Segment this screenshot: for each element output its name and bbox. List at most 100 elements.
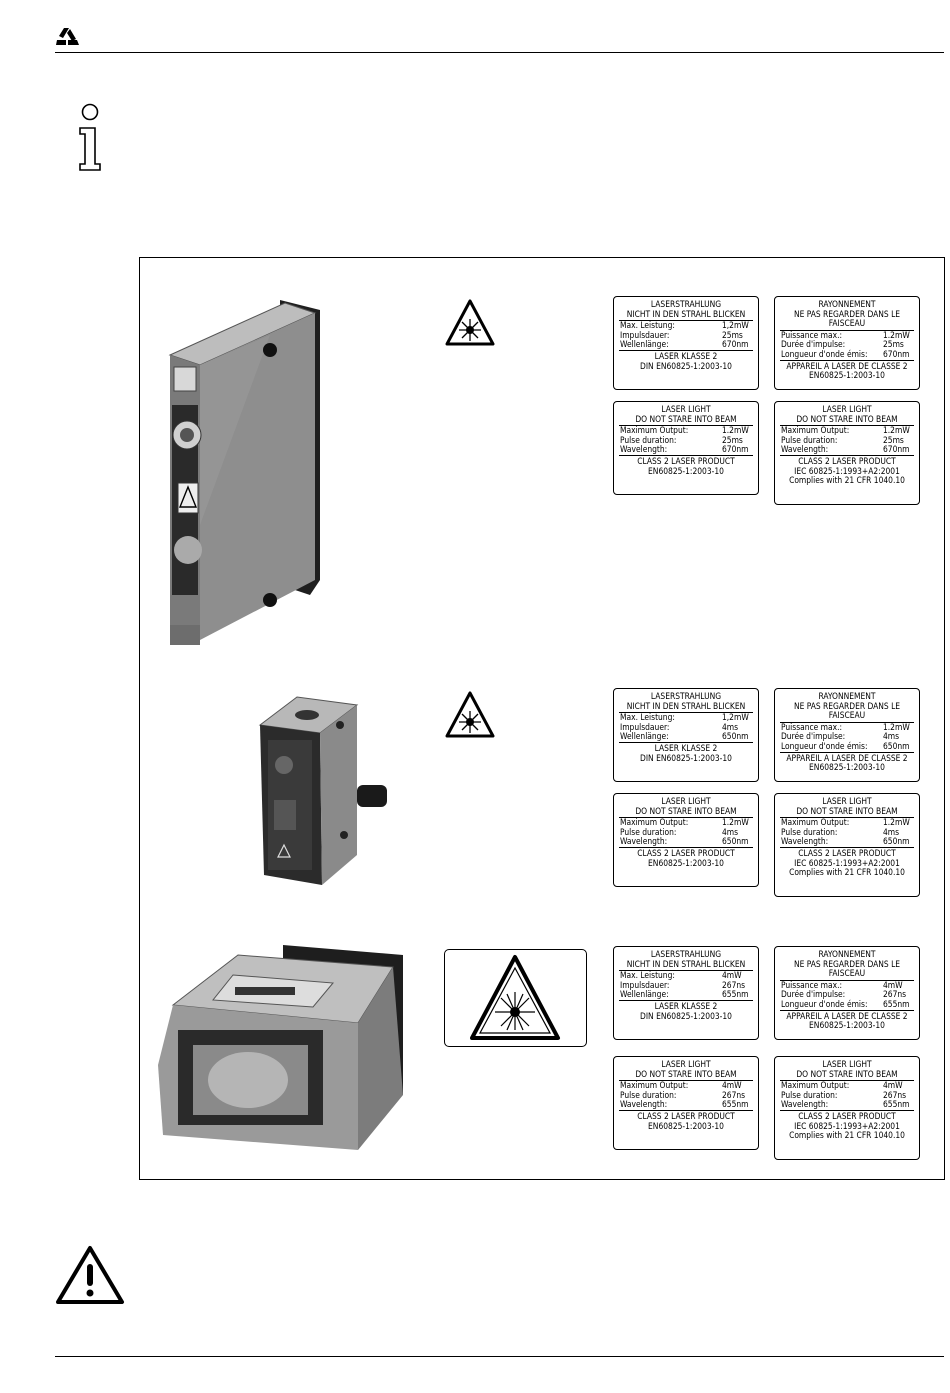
spec-name: Maximum Output: — [781, 425, 850, 436]
label-footer-line: EN60825-1:2003-10 — [648, 857, 724, 868]
spec-value: 670nm — [883, 444, 910, 455]
spec-name: Wellenlänge: — [620, 339, 669, 350]
label-footer-line: CLASS 2 LASER PRODUCT — [798, 847, 896, 858]
label-spec-row: Pulse duration:4ms — [781, 827, 913, 838]
spec-name: Wellenlänge: — [620, 989, 669, 1000]
label-spec-row: Maximum Output: 1.2mW — [620, 426, 752, 436]
label-subheading: NICHT IN DEN STRAHL BLICKEN — [626, 308, 746, 319]
label-footer-line: EN60825-1:2003-10 — [648, 1120, 724, 1131]
spec-value: 655nm — [722, 1099, 749, 1110]
spec-value: 25ms — [883, 434, 904, 445]
spec-value: 655nm — [883, 998, 910, 1009]
spec-value: 4ms — [722, 826, 739, 837]
spec-name: Max. Leistung: — [620, 712, 675, 723]
footer-rule — [55, 1356, 944, 1357]
spec-value: 4mW — [722, 1080, 742, 1091]
label-footer-line: DIN EN60825-1:2003-10 — [640, 1010, 732, 1021]
spec-value: 25ms — [722, 434, 743, 445]
label-footer-line: APPAREIL A LASER DE CLASSE 2 — [786, 752, 908, 763]
label-spec-row: Wavelength:650nm — [781, 837, 913, 847]
label-subheading: NE PAS REGARDER DANS LE FAISCEAU — [793, 308, 901, 329]
spec-value: 655nm — [722, 989, 749, 1000]
label-spec-row: Puissance max.:4mW — [781, 980, 913, 991]
label-spec-row: Longueur d'onde émis:670nm — [781, 348, 913, 360]
spec-value: 1,2mW — [722, 320, 749, 331]
spec-value: 1.2mW — [883, 721, 910, 732]
label-spec-row: Wavelength: 655nm — [781, 1100, 913, 1110]
spec-value: 267ns — [722, 979, 746, 990]
spec-value: 1.2mW — [722, 817, 749, 828]
spec-value: 267ns — [722, 1089, 746, 1100]
spec-value: 4ms — [722, 721, 739, 732]
spec-name: Puissance max.: — [781, 721, 843, 732]
spec-name: Maximum Output: — [620, 425, 689, 436]
label-footer-line: IEC 60825-1:1993+A2:2001 — [794, 465, 900, 476]
label-footer-line: Complies with 21 CFR 1040.10 — [789, 867, 905, 878]
spec-name: Pulse duration: — [620, 1089, 677, 1100]
spec-name: Maximum Output: — [620, 1080, 689, 1091]
label-footer-line: APPAREIL A LASER DE CLASSE 2 — [786, 1010, 908, 1021]
spec-value: 670nm — [883, 348, 910, 359]
spec-name: Impulsdauer: — [620, 329, 670, 340]
spec-name: Wavelength: — [781, 1099, 829, 1110]
label-footer-line: CLASS 2 LASER PRODUCT — [798, 455, 896, 466]
label-spec-row: Impulsdauer: 267ns — [620, 979, 752, 991]
label-footer-line: APPAREIL A LASER DE CLASSE 2 — [786, 360, 908, 371]
label-heading: RAYONNEMENT — [818, 299, 876, 309]
label-spec-row: Wellenlänge: 655nm — [620, 990, 752, 1000]
spec-value: 4mW — [722, 970, 742, 981]
spec-value: 655nm — [883, 1099, 910, 1110]
laser-warning-icon — [444, 690, 496, 740]
spec-name: Max. Leistung: — [620, 970, 675, 981]
label-spec-row: Pulse duration: 267ns — [781, 1089, 913, 1101]
label-footer-line: EN60825-1:2003-10 — [809, 762, 885, 773]
spec-name: Pulse duration: — [781, 1089, 838, 1100]
spec-name: Pulse duration: — [781, 434, 838, 445]
laser-labels-figure-frame — [139, 257, 945, 1180]
label-spec-row: Wavelength:670nm — [781, 445, 913, 455]
label-spec-row: Pulse duration: 25ms — [781, 434, 913, 446]
label-footer-line: LASER KLASSE 2 — [654, 350, 718, 361]
label-footer-line: Complies with 21 CFR 1040.10 — [789, 1130, 905, 1141]
label-spec-row: Wavelength:670nm — [620, 445, 752, 455]
label-spec-row: Pulse duration: 267ns — [620, 1089, 752, 1101]
label-footer-line: LASER KLASSE 2 — [654, 1000, 718, 1011]
spec-name: Longueur d'onde émis: — [781, 740, 868, 751]
spec-name: Durée d'impulse: — [781, 731, 846, 742]
spec-value: 650nm — [722, 836, 749, 847]
label-footer-line: IEC 60825-1:1993+A2:2001 — [794, 1120, 900, 1131]
label-footer-line: DIN EN60825-1:2003-10 — [640, 752, 732, 763]
laser-warning-label — [444, 949, 587, 1047]
label-footer-line: DIN EN60825-1:2003-10 — [640, 360, 732, 371]
spec-name: Maximum Output: — [781, 817, 850, 828]
label-heading: LASER LIGHT — [822, 796, 872, 806]
spec-value: 1.2mW — [722, 425, 749, 436]
label-footer-line: Complies with 21 CFR 1040.10 — [789, 475, 905, 486]
label-spec-row: Durée d'impulse:4ms — [781, 732, 913, 742]
spec-name: Pulse duration: — [620, 434, 677, 445]
spec-name: Max. Leistung: — [620, 320, 675, 331]
label-spec-row: Pulse duration:4ms — [620, 826, 752, 838]
spec-name: Puissance max.: — [781, 329, 843, 340]
spec-value: 267ns — [883, 1089, 907, 1100]
spec-name: Durée d'impulse: — [781, 339, 846, 350]
label-spec-row: Durée d'impulse: 25ms — [781, 340, 913, 350]
spec-value: 25ms — [883, 339, 904, 350]
label-spec-row: Max. Leistung: 1,2mW — [620, 321, 752, 331]
label-heading: LASERSTRAHLUNG — [650, 691, 722, 701]
label-spec-row: Wellenlänge:670nm — [620, 340, 752, 350]
label-footer-line: EN60825-1:2003-10 — [809, 370, 885, 381]
spec-name: Wavelength: — [620, 836, 668, 847]
label-heading: LASER LIGHT — [661, 796, 711, 806]
spec-name: Impulsdauer: — [620, 979, 670, 990]
